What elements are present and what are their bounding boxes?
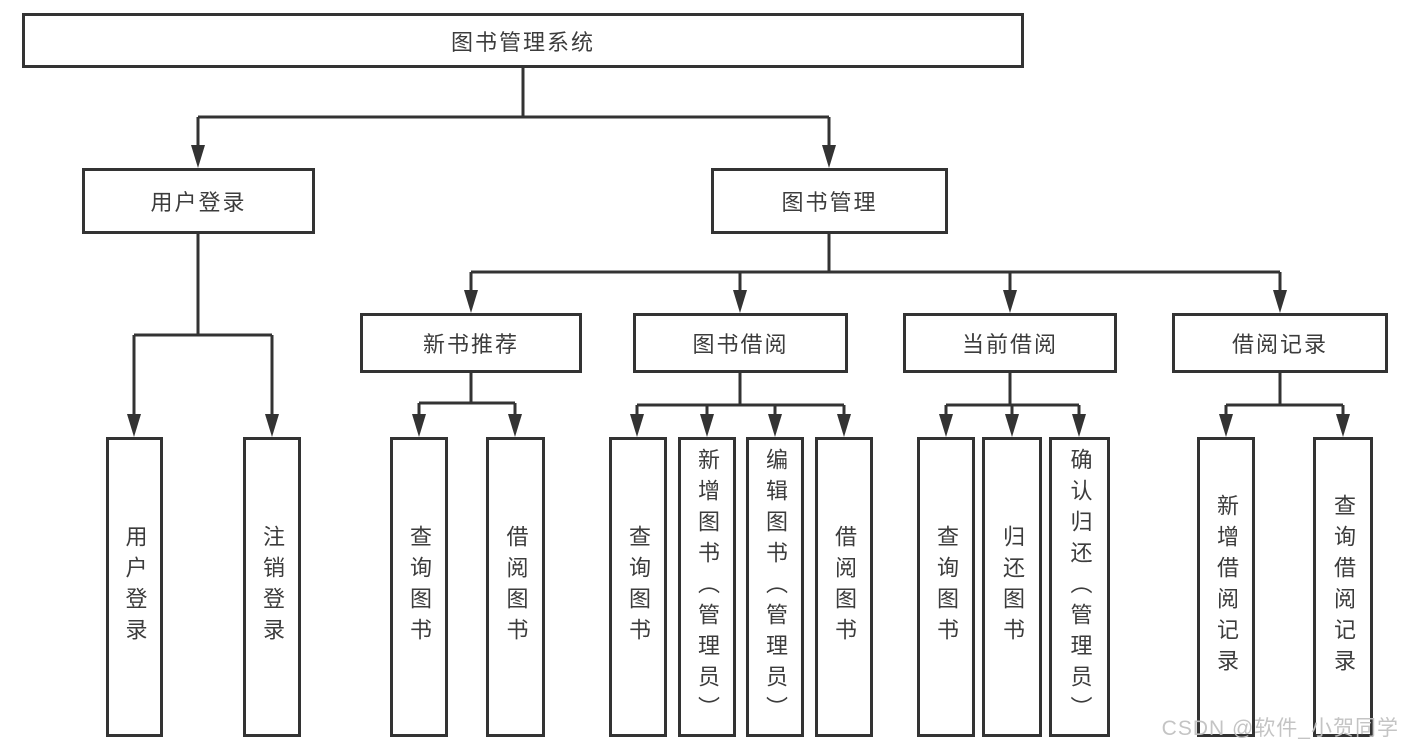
leaf-edit-books-admin: 编辑图书（管理员）: [746, 437, 804, 737]
arrowhead-icon: [733, 290, 747, 313]
leaf-borrow-books-recommend: 借阅图书: [486, 437, 545, 737]
node-label: 借阅记录: [1231, 332, 1328, 357]
connector-current-to-leaves: [939, 373, 1086, 437]
arrowhead-icon: [700, 414, 714, 437]
node-current-borrowing: 当前借阅: [903, 313, 1117, 373]
arrowhead-icon: [191, 145, 205, 168]
arrowhead-icon: [768, 414, 782, 437]
node-label: 查询图书: [407, 525, 432, 649]
node-book-borrowing: 图书借阅: [633, 313, 848, 373]
leaf-user-login: 用户登录: [106, 437, 163, 737]
leaf-confirm-return-admin: 确认归还（管理员）: [1049, 437, 1110, 737]
leaf-query-borrow-record: 查询借阅记录: [1313, 437, 1373, 737]
node-label: 新增借阅记录: [1214, 494, 1239, 680]
arrowhead-icon: [1273, 290, 1287, 313]
node-user-login: 用户登录: [82, 168, 315, 234]
node-label: 查询借阅记录: [1331, 494, 1356, 680]
arrowhead-icon: [464, 290, 478, 313]
arrowhead-icon: [939, 414, 953, 437]
connector-mgmt-to-level3: [464, 234, 1287, 313]
leaf-logout: 注销登录: [243, 437, 301, 737]
leaf-query-books-borrow: 查询图书: [609, 437, 667, 737]
connector-login-to-leaves: [127, 234, 279, 437]
node-label: 借阅图书: [832, 525, 857, 649]
arrowhead-icon: [630, 414, 644, 437]
node-label: 当前借阅: [961, 332, 1058, 357]
node-label: 图书管理系统: [450, 29, 595, 55]
leaf-borrow-books: 借阅图书: [815, 437, 873, 737]
node-label: 新书推荐: [422, 332, 519, 357]
csdn-watermark: CSDN @软件_小贺同学: [1161, 717, 1399, 740]
arrowhead-icon: [1072, 414, 1086, 437]
leaf-return-books: 归还图书: [982, 437, 1042, 737]
arrowhead-icon: [1219, 414, 1233, 437]
node-label: 新增图书（管理员）: [695, 447, 720, 727]
arrowhead-icon: [1003, 290, 1017, 313]
node-label: 用户登录: [122, 525, 148, 649]
leaf-query-books-recommend: 查询图书: [390, 437, 448, 737]
arrowhead-icon: [1336, 414, 1350, 437]
node-label: 查询图书: [626, 525, 651, 649]
node-label: 用户登录: [150, 190, 247, 215]
node-label: 图书借阅: [692, 332, 789, 357]
connector-borrow-to-leaves: [630, 373, 851, 437]
node-label: 注销登录: [260, 525, 285, 649]
node-label: 查询图书: [934, 525, 959, 649]
node-new-book-recommend: 新书推荐: [360, 313, 582, 373]
connector-newbook-to-leaves: [412, 373, 522, 437]
node-borrowing-records: 借阅记录: [1172, 313, 1388, 373]
node-label: 图书管理: [781, 190, 878, 215]
node-label: 确认归还（管理员）: [1067, 447, 1093, 727]
arrowhead-icon: [1005, 414, 1019, 437]
node-label: 归还图书: [1000, 525, 1025, 649]
node-library-management-system: 图书管理系统: [22, 13, 1024, 68]
leaf-query-books-current: 查询图书: [917, 437, 975, 737]
arrowhead-icon: [265, 414, 279, 437]
arrowhead-icon: [822, 145, 836, 168]
connector-record-to-leaves: [1219, 373, 1350, 437]
leaf-add-borrow-record: 新增借阅记录: [1197, 437, 1255, 737]
arrowhead-icon: [837, 414, 851, 437]
node-label: 编辑图书（管理员）: [763, 447, 788, 727]
arrowhead-icon: [412, 414, 426, 437]
arrowhead-icon: [508, 414, 522, 437]
node-label: 借阅图书: [503, 525, 529, 649]
connector-root-to-level2: [191, 68, 836, 168]
arrowhead-icon: [127, 414, 141, 437]
leaf-add-books-admin: 新增图书（管理员）: [678, 437, 736, 737]
node-book-management: 图书管理: [711, 168, 948, 234]
